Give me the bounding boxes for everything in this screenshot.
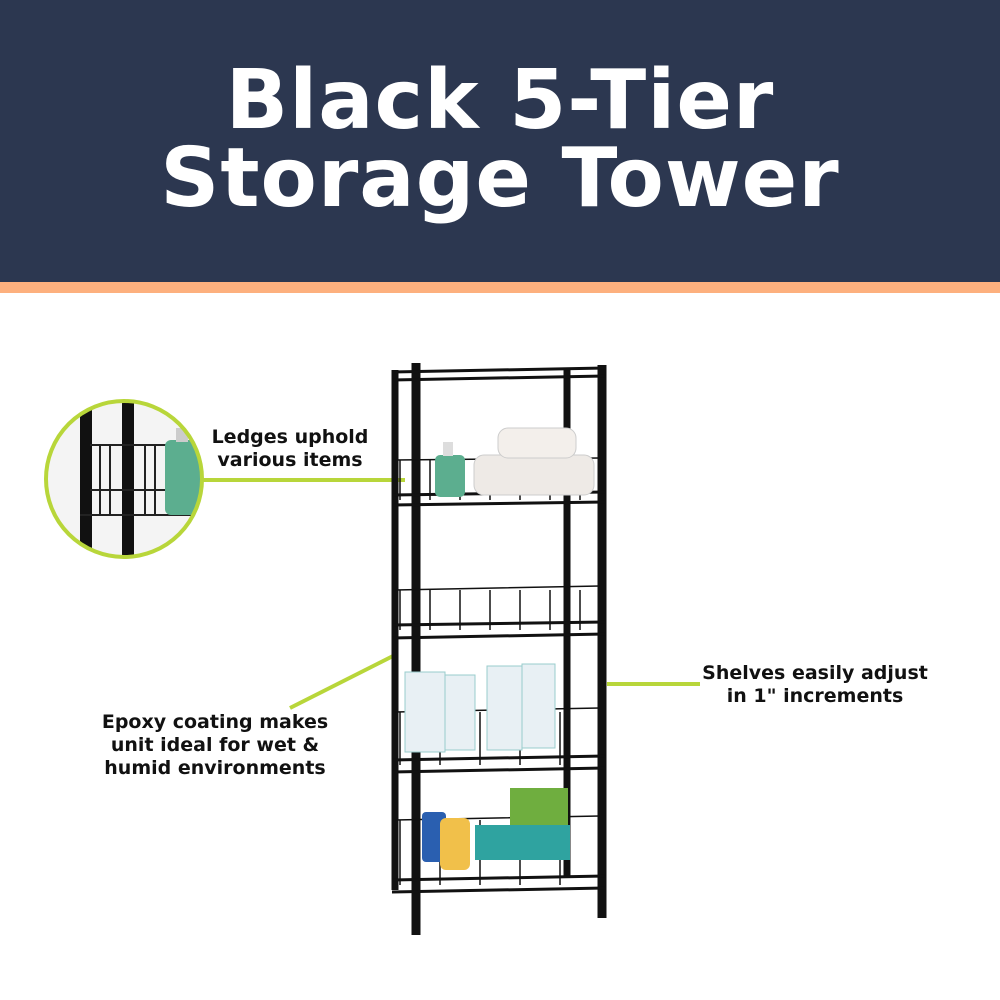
- page-title: Black 5-Tier Storage Tower: [0, 53, 1000, 226]
- callout-ledges-line-1: Ledges uphold: [211, 426, 369, 448]
- shelf-items: [404, 427, 595, 870]
- callout-shelves: Shelves easily adjust in 1" increments: [695, 662, 935, 708]
- ledge-detail-circle: [44, 399, 204, 559]
- title-line-2: Storage Tower: [160, 131, 840, 226]
- title-line-1: Black 5-Tier: [225, 53, 775, 148]
- header-banner: [0, 0, 1000, 282]
- callout-ledges: Ledges uphold various items: [205, 426, 375, 472]
- callout-epoxy: Epoxy coating makes unit ideal for wet &…: [90, 711, 340, 780]
- callout-epoxy-line-3: humid environments: [104, 757, 326, 779]
- callout-shelves-line-1: Shelves easily adjust: [702, 662, 928, 684]
- callout-ledges-line-2: various items: [217, 449, 363, 471]
- accent-stripe: [0, 282, 1000, 293]
- callout-epoxy-line-2: unit ideal for wet &: [110, 734, 320, 756]
- callout-shelves-line-2: in 1" increments: [726, 685, 904, 707]
- callout-epoxy-line-1: Epoxy coating makes: [101, 711, 329, 733]
- callout-line-epoxy: [289, 653, 396, 710]
- product-illustration: [44, 363, 700, 935]
